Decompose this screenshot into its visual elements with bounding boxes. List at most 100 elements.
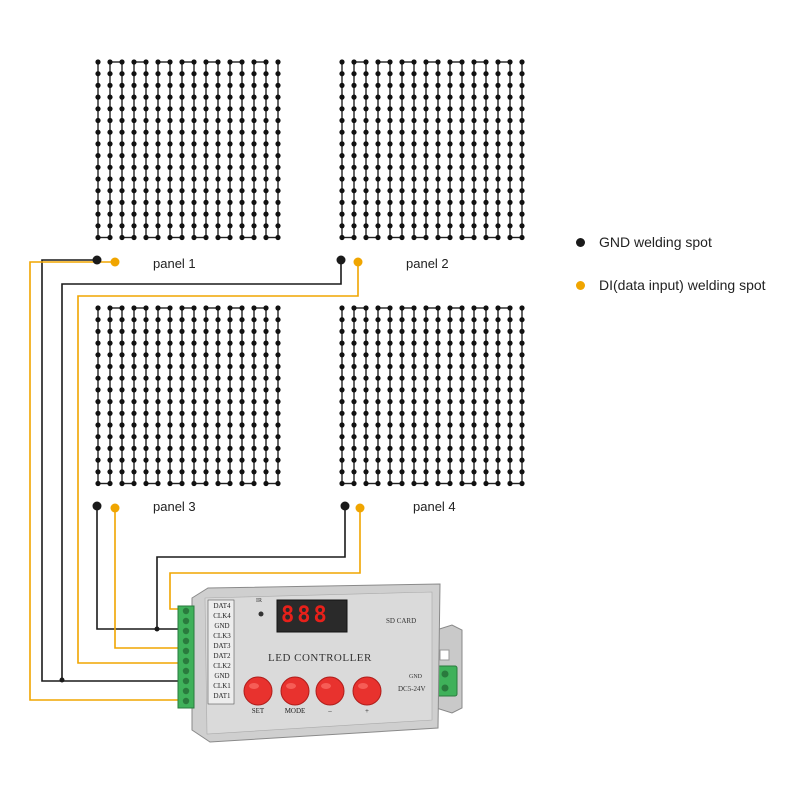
led-dot — [251, 317, 257, 323]
led-dot — [411, 469, 417, 475]
led-dot — [143, 352, 149, 358]
led-dot — [423, 352, 429, 358]
led-dot — [131, 188, 137, 194]
led-dot — [131, 410, 137, 416]
led-dot — [107, 211, 113, 217]
led-panels — [95, 59, 525, 487]
button-label: MODE — [284, 707, 306, 715]
led-dot — [471, 422, 477, 428]
led-dot — [339, 422, 345, 428]
led-dot — [131, 176, 137, 182]
led-dot — [495, 234, 501, 241]
led-dot — [155, 164, 161, 170]
led-dot — [119, 234, 125, 241]
led-dot — [507, 234, 513, 241]
led-dot — [519, 317, 525, 323]
led-dot — [387, 117, 393, 124]
led-dot — [227, 117, 233, 124]
led-dot — [351, 129, 357, 135]
led-dot — [351, 59, 357, 65]
button-1[interactable] — [280, 676, 310, 706]
led-dot — [363, 153, 369, 159]
led-dot — [131, 82, 137, 88]
panel-3-gnd-spot — [92, 501, 102, 511]
led-dot — [471, 71, 477, 77]
led-dot — [263, 141, 269, 147]
led-dot — [435, 340, 441, 346]
led-dot — [251, 199, 257, 205]
button-3[interactable] — [352, 676, 382, 706]
led-dot — [251, 480, 257, 487]
led-dot — [119, 305, 125, 311]
led-dot — [275, 410, 281, 416]
panel-4-label: panel 4 — [413, 499, 456, 514]
led-dot — [227, 317, 233, 323]
led-dot — [215, 129, 221, 135]
led-dot — [459, 352, 465, 358]
terminal-label: CLK1 — [213, 682, 231, 690]
led-dot — [275, 199, 281, 205]
led-dot — [387, 434, 393, 440]
led-dot — [167, 480, 173, 487]
led-dot — [495, 305, 501, 311]
led-dot — [483, 94, 489, 100]
led-dot — [143, 59, 149, 65]
wire-panel4-di — [169, 508, 361, 610]
led-dot — [459, 363, 465, 370]
led-dot — [143, 317, 149, 323]
led-dot — [471, 363, 477, 370]
led-dot — [471, 352, 477, 358]
button-0[interactable] — [243, 676, 273, 706]
led-dot — [143, 480, 149, 487]
led-dot — [459, 199, 465, 205]
led-dot — [495, 480, 501, 487]
led-dot — [131, 71, 137, 77]
led-dot — [143, 340, 149, 346]
led-dot — [263, 305, 269, 311]
led-dot — [263, 457, 269, 463]
led-dot — [251, 129, 257, 135]
led-dot — [275, 480, 281, 487]
led-dot — [143, 305, 149, 311]
led-dot — [363, 106, 369, 112]
led-dot — [107, 153, 113, 159]
led-dot — [239, 422, 245, 428]
led-dot — [119, 153, 125, 159]
led-dot — [411, 410, 417, 416]
led-dot — [263, 94, 269, 100]
led-dot — [179, 469, 185, 475]
panel-4-grid — [339, 305, 525, 487]
led-dot — [483, 480, 489, 487]
led-dot — [203, 59, 209, 65]
led-dot — [399, 234, 405, 241]
led-dot — [495, 94, 501, 100]
led-dot — [119, 363, 125, 370]
led-dot — [435, 82, 441, 88]
button-2[interactable] — [315, 676, 345, 706]
led-dot — [95, 305, 101, 311]
led-dot — [119, 328, 125, 334]
led-dot — [119, 211, 125, 217]
led-dot — [179, 94, 185, 100]
led-dot — [423, 375, 429, 381]
led-dot — [167, 399, 173, 405]
led-dot — [411, 399, 417, 405]
led-dot — [131, 375, 137, 381]
led-dot — [519, 445, 525, 451]
led-dot — [375, 352, 381, 358]
terminal-label: GND — [214, 622, 230, 630]
led-dot — [107, 305, 113, 311]
led-dot — [507, 480, 513, 487]
panel-4-di-spot — [355, 503, 365, 513]
led-dot — [447, 82, 453, 88]
led-dot — [423, 410, 429, 416]
led-dot — [339, 445, 345, 451]
led-dot — [399, 375, 405, 381]
led-dot — [251, 399, 257, 405]
led-dot — [435, 117, 441, 124]
led-dot — [263, 434, 269, 440]
led-dot — [215, 375, 221, 381]
led-dot — [131, 106, 137, 112]
led-dot — [339, 457, 345, 463]
led-dot — [399, 211, 405, 217]
